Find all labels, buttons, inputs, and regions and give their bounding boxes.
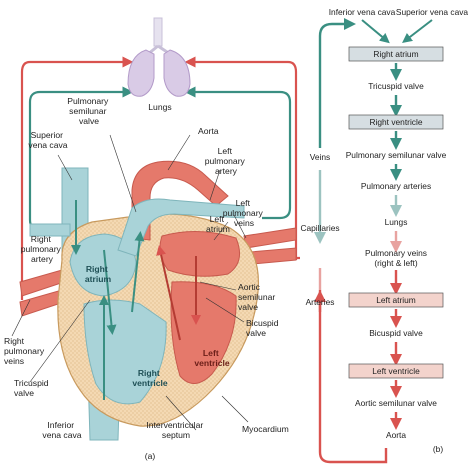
label-left-pulmonary-artery: Left pulmonary artery <box>205 146 248 176</box>
flow-superior-vena-cava: Superior vena cava <box>396 7 468 17</box>
flow-inferior-vena-cava: Inferior vena cava <box>329 7 396 17</box>
flow-step-label: Right ventricle <box>369 117 422 127</box>
label-left-ventricle: Left ventricle <box>194 348 230 368</box>
flow-step-box <box>348 114 444 130</box>
side-label-arteries: Arteries <box>306 297 335 307</box>
label-tricuspid-valve: Tricuspid valve <box>14 378 51 398</box>
flow-step-label: Right atrium <box>373 49 418 59</box>
flow-step-box <box>348 363 444 379</box>
panel-a: Lungs Pulmonary semilunar valve Aorta Su… <box>4 17 300 461</box>
panel-b: Inferior vena cava Superior vena cava Ve… <box>300 7 468 464</box>
label-right-ventricle: Right ventricle <box>132 368 168 388</box>
flow-step-box <box>348 292 444 308</box>
side-label-veins: Veins <box>310 152 331 162</box>
label-bicuspid-valve: Bicuspid valve <box>246 318 281 338</box>
label-right-atrium: Right atrium <box>85 264 112 284</box>
flow-step-box <box>348 46 444 62</box>
caption-b: (b) <box>433 444 443 454</box>
flow-step-label: Pulmonary arteries <box>361 181 431 191</box>
label-left-atrium: Left atrium <box>206 214 230 234</box>
heart-illustration <box>19 160 297 441</box>
flow-step-label-sub: (right & left) <box>374 258 417 268</box>
flow-step-label: Pulmonary veins <box>365 248 427 258</box>
lungs-illustration <box>127 17 191 97</box>
side-label-capillaries: Capillaries <box>300 223 339 233</box>
flow-step-label: Left atrium <box>376 295 416 305</box>
panel-a-labels: Lungs Pulmonary semilunar valve Aorta Su… <box>4 96 289 461</box>
label-lungs: Lungs <box>148 102 171 112</box>
flow-step-label: Left ventricle <box>372 366 420 376</box>
leader-lines <box>11 134 249 431</box>
flow-step-label: Bicuspid valve <box>369 328 423 338</box>
flow-step-label: Aortic semilunar valve <box>355 398 437 408</box>
flow-step-label: Lungs <box>385 217 408 227</box>
label-pulmonary-semilunar-valve: Pulmonary semilunar valve <box>67 96 110 126</box>
label-superior-vena-cava: Superior vena cava <box>28 130 67 150</box>
flow-step-label: Aorta <box>386 430 406 440</box>
label-right-pulmonary-veins: Right pulmonary veins <box>4 336 47 366</box>
flow-step-label: Tricuspid valve <box>368 81 424 91</box>
label-left-pulmonary-veins: Left pulmonary veins <box>223 198 266 228</box>
caption-a: (a) <box>145 451 156 461</box>
label-myocardium: Myocardium <box>242 424 289 434</box>
flow-step-label: Pulmonary semilunar valve <box>346 150 447 160</box>
label-right-pulmonary-artery: Right pulmonary artery <box>21 234 64 264</box>
label-aortic-semilunar-valve: Aortic semilunar valve <box>238 282 278 312</box>
label-inferior-vena-cava: Inferior vena cava <box>42 420 81 440</box>
label-aorta: Aorta <box>198 126 219 136</box>
label-interventricular-septum: Interventricular septum <box>146 420 205 440</box>
